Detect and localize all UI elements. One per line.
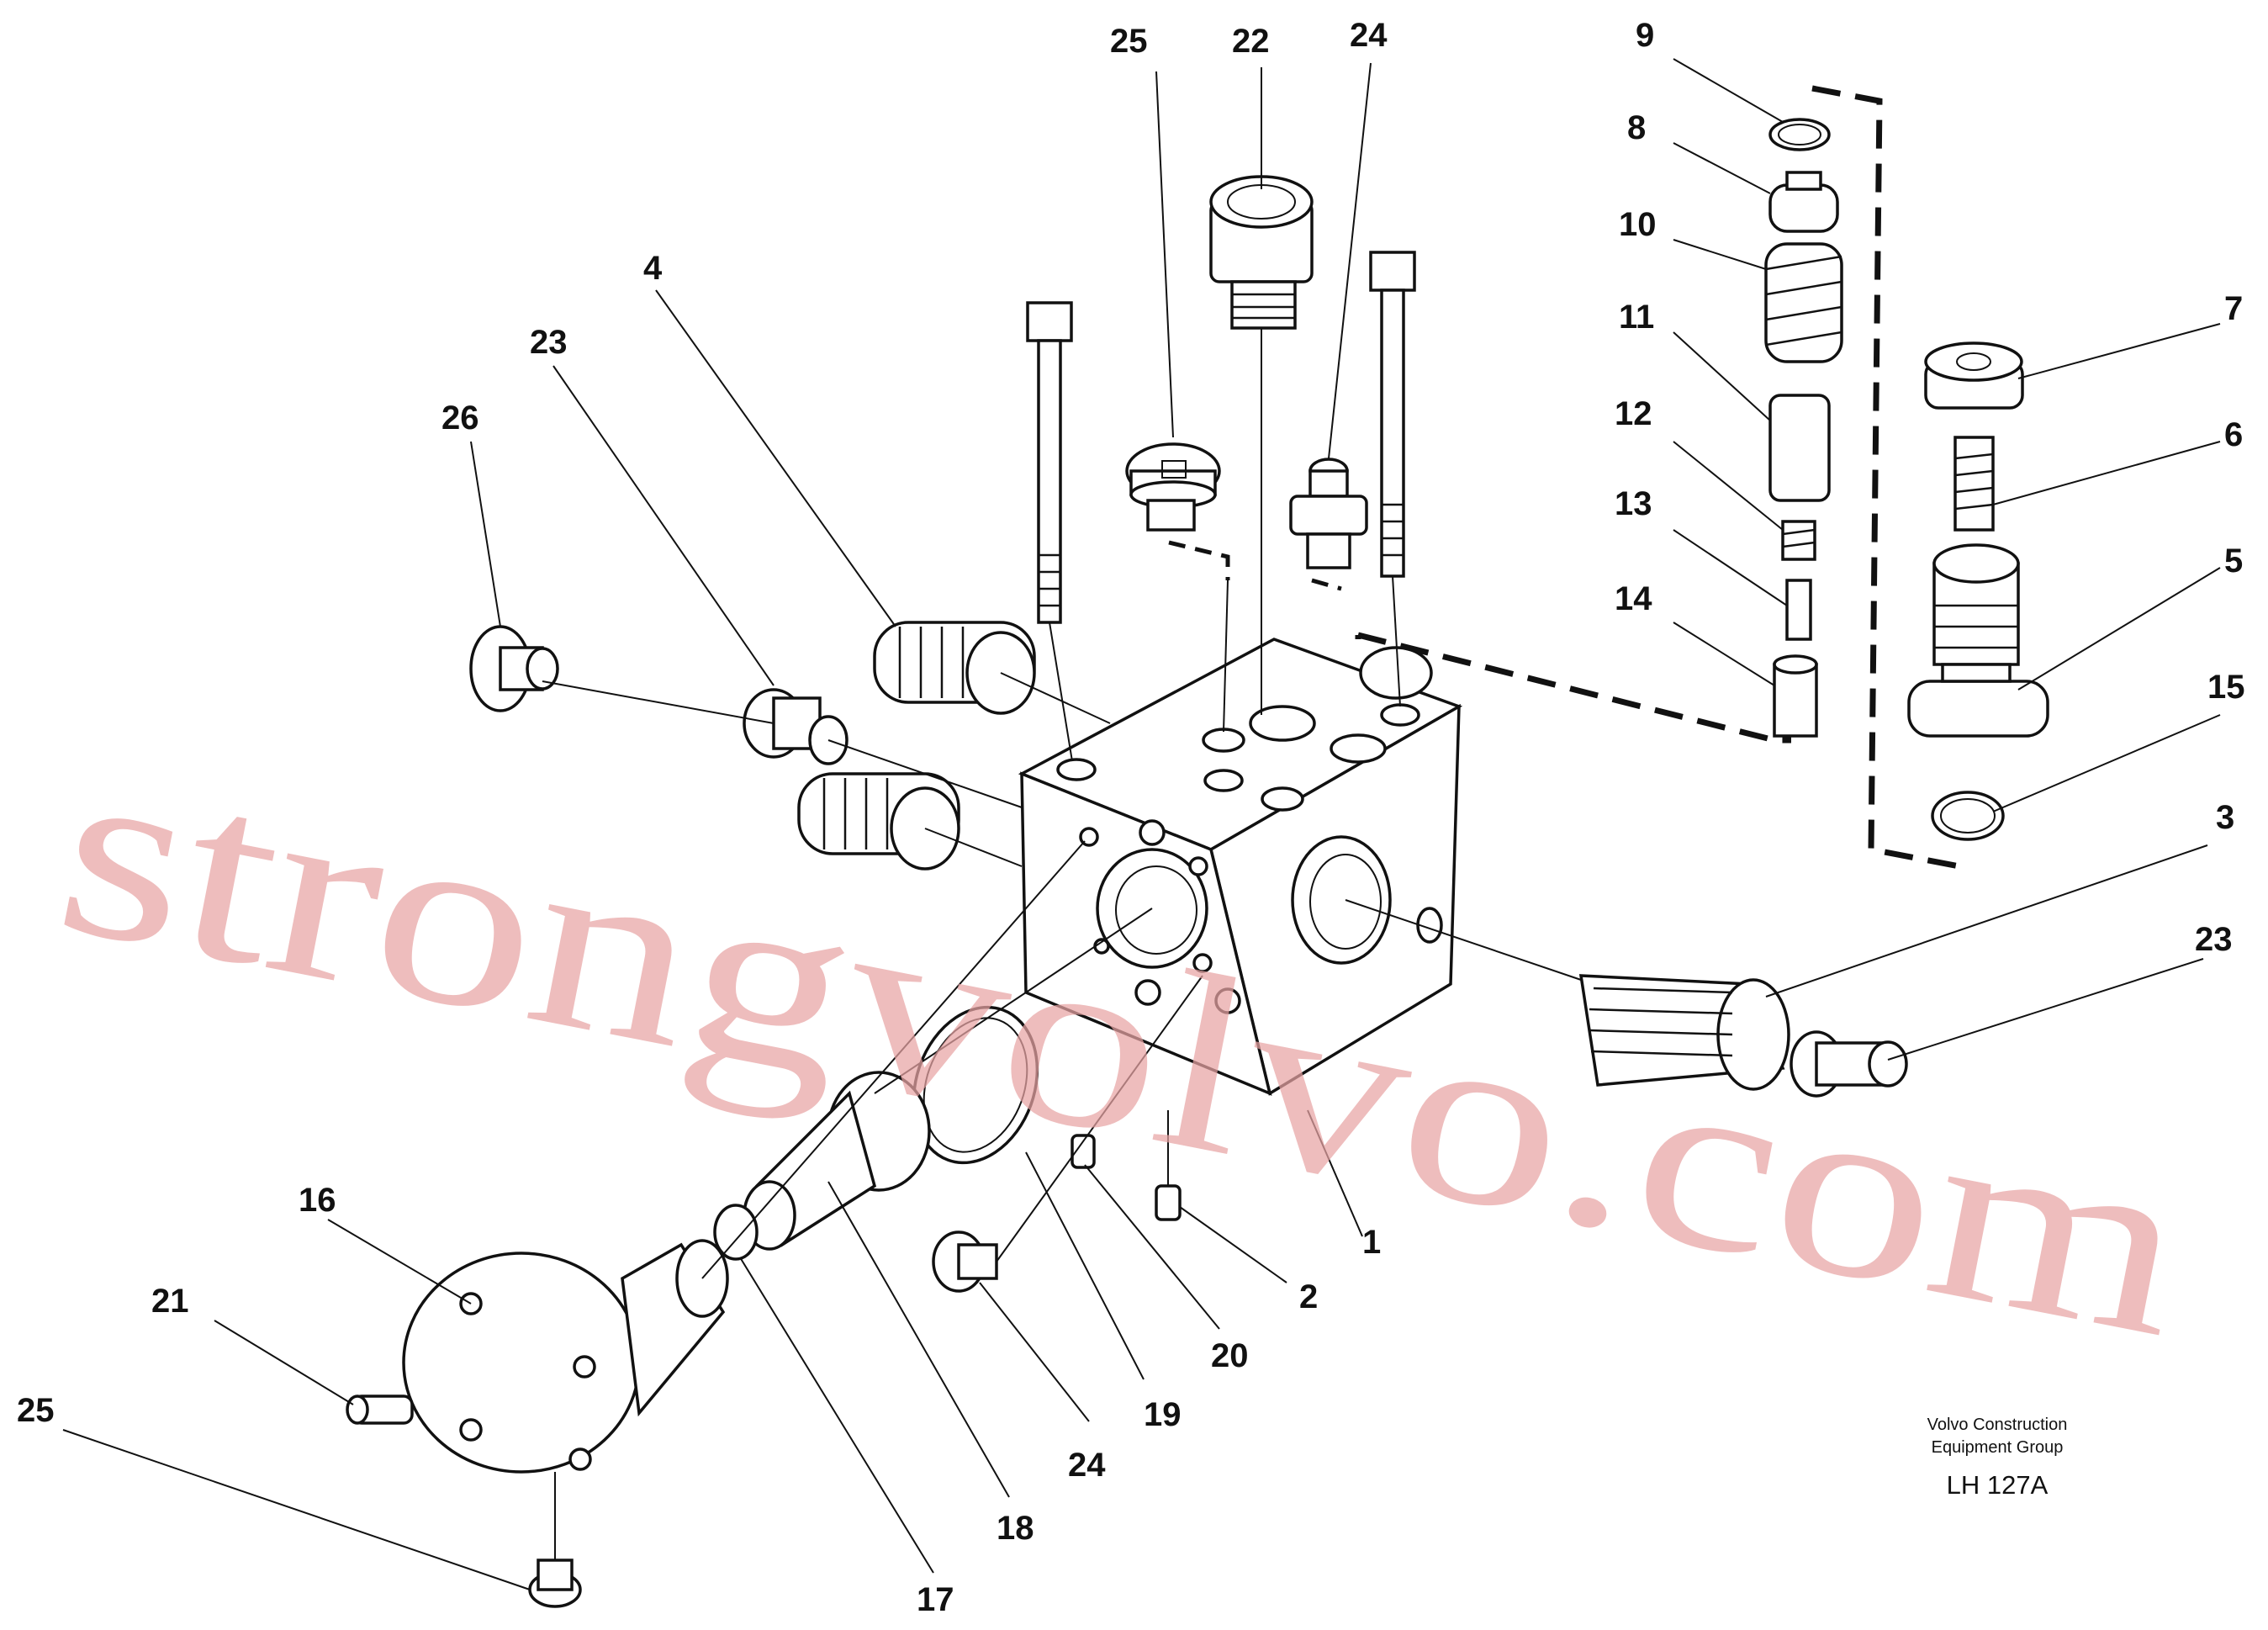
screw-21 [346, 1394, 414, 1425]
label-part-12: 12 [1615, 395, 1652, 432]
cartridge-stack [1764, 118, 1843, 738]
bolt-right [1369, 251, 1416, 578]
spring-6 [1953, 436, 1995, 532]
label-part-23-right: 23 [2195, 921, 2233, 958]
ring-17 [713, 1204, 759, 1261]
leader-lines [62, 58, 2221, 1590]
pin-20 [1071, 1134, 1096, 1169]
cover-16 [402, 1239, 729, 1474]
label-part-16: 16 [299, 1182, 336, 1219]
ring-15 [1931, 791, 2005, 841]
label-part-24-top: 24 [1350, 17, 1388, 54]
label-part-1: 1 [1362, 1224, 1381, 1261]
nipple-23-left [743, 688, 849, 765]
plug-24-bottom [932, 1230, 998, 1293]
label-part-8: 8 [1627, 109, 1646, 146]
label-part-5: 5 [2224, 542, 2243, 579]
plug-26 [469, 625, 559, 712]
sleeve-3 [1578, 974, 1790, 1091]
label-part-6: 6 [2224, 416, 2243, 453]
bolt-left [1026, 301, 1073, 624]
fitting-22 [1209, 175, 1314, 330]
label-part-10: 10 [1619, 206, 1657, 243]
drawing-code: LH 127A [1947, 1470, 2049, 1500]
label-part-24-bottom: 24 [1068, 1447, 1106, 1484]
plug-25-bottom [528, 1559, 582, 1608]
company-name-line2: Equipment Group [1932, 1438, 2064, 1457]
label-part-11: 11 [1619, 299, 1654, 336]
label-part-4: 4 [643, 250, 663, 287]
label-part-21: 21 [151, 1283, 189, 1320]
label-part-3: 3 [2216, 799, 2234, 836]
piston-18 [743, 1071, 931, 1251]
valve-body-block [1018, 638, 1463, 1096]
nipple-24-top [1289, 458, 1368, 569]
label-part-2: 2 [1299, 1278, 1318, 1315]
nipple-23-right [1790, 1030, 1908, 1098]
body-5 [1907, 543, 2049, 738]
label-part-17: 17 [917, 1581, 954, 1618]
label-part-25-top: 25 [1110, 23, 1148, 60]
label-part-13: 13 [1615, 485, 1652, 522]
label-part-15: 15 [2207, 669, 2245, 706]
label-part-23-left: 23 [530, 324, 568, 361]
sleeve-4-lower [797, 772, 960, 871]
label-part-14: 14 [1615, 580, 1652, 617]
label-part-9: 9 [1636, 17, 1654, 54]
label-part-22: 22 [1232, 23, 1270, 60]
dashed-path-nipple [1311, 578, 1342, 591]
cap-7 [1924, 341, 2024, 410]
label-part-18: 18 [997, 1510, 1034, 1547]
label-part-26: 26 [441, 400, 479, 437]
label-part-7: 7 [2224, 290, 2243, 327]
label-part-20: 20 [1211, 1337, 1249, 1374]
plug-25-top [1125, 442, 1221, 532]
company-name-line1: Volvo Construction [1927, 1416, 2068, 1434]
dashed-path-right [1811, 85, 1960, 870]
label-part-19: 19 [1144, 1396, 1182, 1433]
dashed-path-cartridge [1355, 632, 1791, 744]
sleeve-4-upper [873, 621, 1036, 715]
dashed-path-plug [1168, 540, 1230, 580]
label-part-25-bottom: 25 [17, 1392, 55, 1429]
